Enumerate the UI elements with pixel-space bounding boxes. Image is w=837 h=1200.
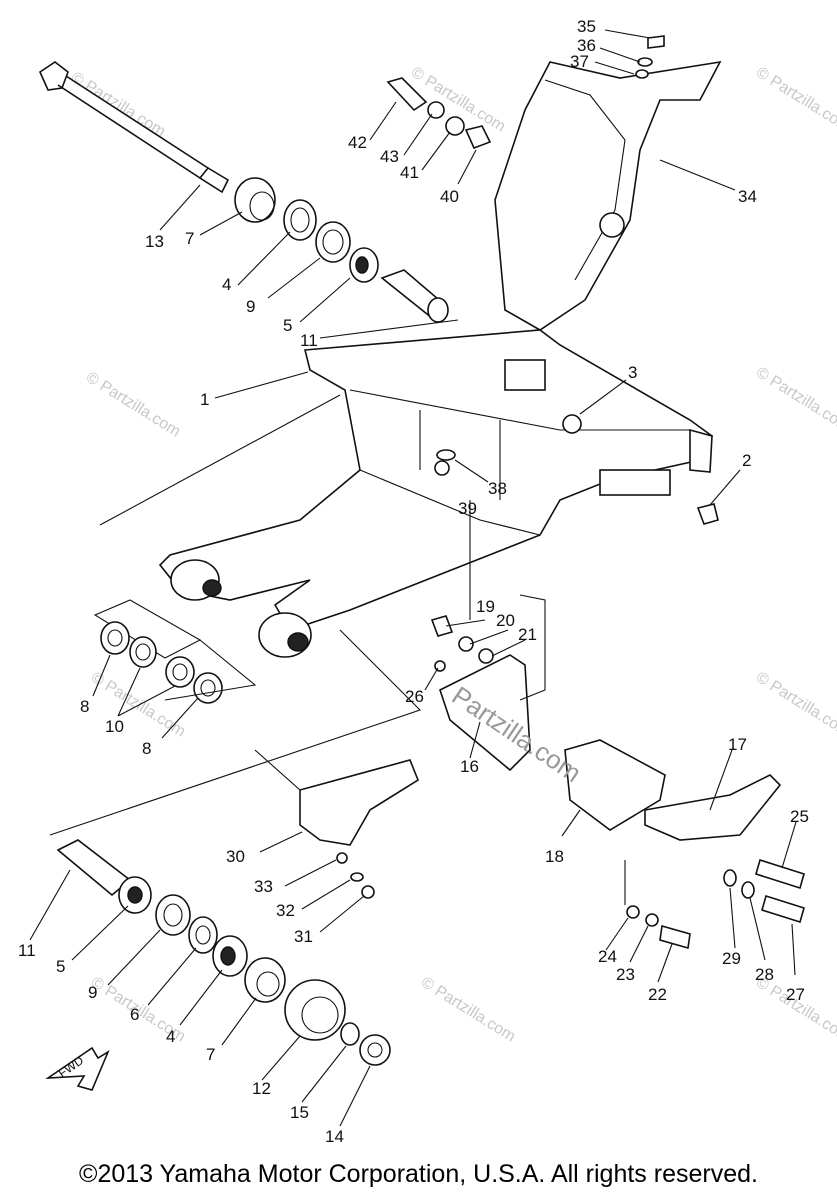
- pivot-shaft: [38, 61, 230, 194]
- part-label: 28: [755, 965, 774, 984]
- part-label: 26: [405, 687, 424, 706]
- part-label: 7: [206, 1045, 215, 1064]
- small-guard: [254, 749, 419, 899]
- copyright-notice: ©2013 Yamaha Motor Corporation, U.S.A. A…: [79, 1160, 758, 1188]
- part-label: 10: [105, 717, 124, 736]
- part-label: 22: [648, 985, 667, 1004]
- part-label: 35: [577, 17, 596, 36]
- part-label: 29: [722, 949, 741, 968]
- part-label: 19: [476, 597, 495, 616]
- part-label: 40: [440, 187, 459, 206]
- part-label: 1: [200, 390, 209, 409]
- part-label: 7: [185, 229, 194, 248]
- part-label: 23: [616, 965, 635, 984]
- part-label: 24: [598, 947, 617, 966]
- part-label: 18: [545, 847, 564, 866]
- part-label: 37: [570, 52, 589, 71]
- part-label: 32: [276, 901, 295, 920]
- part-label: 9: [246, 297, 255, 316]
- part-label: 20: [496, 611, 515, 630]
- watermark: © Partzilla.com: [418, 974, 518, 1046]
- part-label: 3: [628, 363, 637, 382]
- watermark: © Partzilla.com: [68, 69, 168, 141]
- part-label: 14: [325, 1127, 344, 1146]
- part-label: 11: [300, 331, 318, 350]
- leader-lines: [29, 29, 797, 1127]
- part-label: 27: [786, 985, 805, 1004]
- watermark: © Partzilla.com: [753, 669, 837, 741]
- fwd-arrow-icon: FWD: [45, 1046, 110, 1091]
- part-label: 42: [348, 133, 367, 152]
- watermark: © Partzilla.com: [753, 64, 837, 136]
- part-label: 33: [254, 877, 273, 896]
- bearing-stack-lower: [56, 839, 391, 1066]
- part-labels: 35 36 37 34 42 43 41 40 13 7 4 9 5 11 1 …: [18, 17, 809, 1146]
- part-label: 6: [130, 1005, 139, 1024]
- part-label: 4: [166, 1027, 175, 1046]
- part-label: 21: [518, 625, 537, 644]
- part-label: 5: [56, 957, 65, 976]
- part-label: 11: [18, 941, 36, 960]
- part-label: 15: [290, 1103, 309, 1122]
- part-label: 25: [790, 807, 809, 826]
- swingarm: [158, 329, 714, 658]
- part-label: 12: [252, 1079, 271, 1098]
- part-label: 38: [488, 479, 507, 498]
- part-label: 17: [728, 735, 747, 754]
- part-label: 41: [400, 163, 419, 182]
- swingarm-hardware: [434, 414, 719, 525]
- part-label: 13: [145, 232, 164, 251]
- bushing-group-left: [93, 599, 257, 704]
- part-label: 34: [738, 187, 757, 206]
- part-label: 2: [742, 451, 751, 470]
- part-label: 39: [458, 499, 477, 518]
- small-hardware: [386, 35, 665, 150]
- part-label: 16: [460, 757, 479, 776]
- part-label: 5: [283, 316, 292, 335]
- bearing-stack-upper: [234, 177, 449, 323]
- part-label: 8: [142, 739, 151, 758]
- watermark: © Partzilla.com: [753, 364, 837, 436]
- part-label: 9: [88, 983, 97, 1002]
- watermark: © Partzilla.com: [83, 369, 183, 441]
- part-label: 30: [226, 847, 245, 866]
- part-label: 43: [380, 147, 399, 166]
- part-label: 4: [222, 275, 231, 294]
- part-label: 31: [294, 927, 313, 946]
- part-label: 8: [80, 697, 89, 716]
- bracket-assembly: [430, 615, 805, 950]
- part-label: 36: [577, 36, 596, 55]
